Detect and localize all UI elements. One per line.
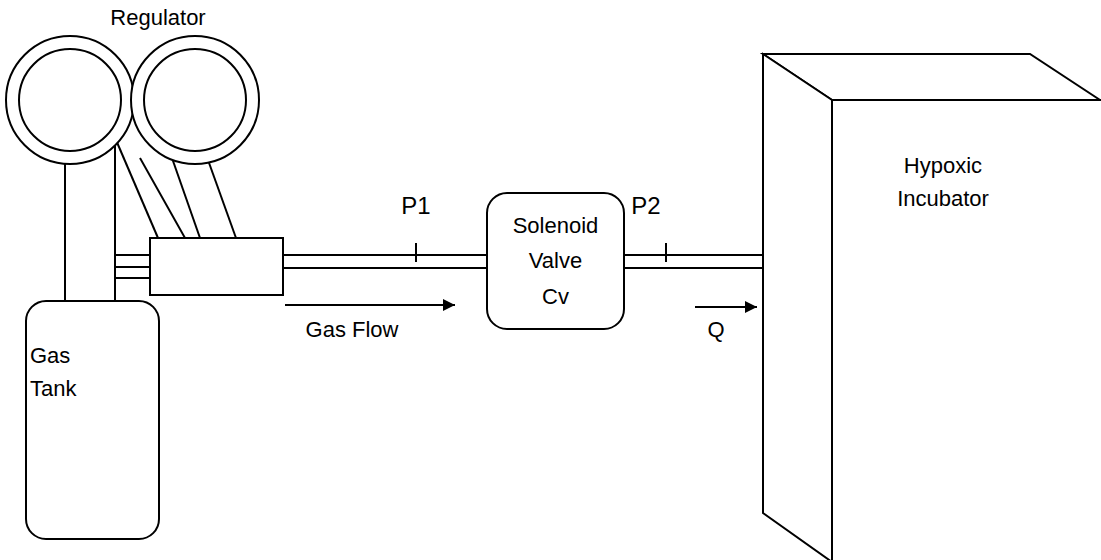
gas-tank: Gas Tank xyxy=(25,300,160,540)
pressure-label-box: P2 xyxy=(631,192,660,221)
regulator-body xyxy=(150,238,283,295)
pressure-label: P1 xyxy=(401,192,430,221)
incubator-side xyxy=(763,54,832,560)
box-outline xyxy=(487,193,624,329)
node-text: Regulator xyxy=(110,5,205,31)
flow-label-box: Gas Flow xyxy=(306,317,399,343)
node-text: Gas Tank xyxy=(30,339,76,405)
regulator: Regulator xyxy=(0,0,284,290)
pressure-gauge xyxy=(131,36,259,164)
regulator-stem xyxy=(116,140,158,238)
node-text: Hypoxic Incubator xyxy=(897,149,989,215)
pipe-wall xyxy=(64,290,66,300)
pipe-wall xyxy=(625,267,762,269)
incubator: Hypoxic Incubator xyxy=(762,53,1101,560)
pressure-tick xyxy=(665,243,667,262)
flow-label-box: Q xyxy=(707,317,724,343)
pressure-label: P2 xyxy=(631,192,660,221)
tank-neck xyxy=(64,164,66,290)
regulator-stem xyxy=(140,158,185,238)
pipe-wall xyxy=(284,254,486,256)
node-text: Solenoid Valve Cv xyxy=(513,208,599,314)
flow-label: Gas Flow xyxy=(306,317,399,343)
flow-arrow xyxy=(285,304,455,306)
flow-label: Q xyxy=(707,317,724,343)
solenoid-valve: Solenoid Valve Cv xyxy=(486,192,625,330)
incubator-front xyxy=(832,99,1101,101)
regulator-stem xyxy=(172,158,200,238)
pressure-label-box: P1 xyxy=(401,192,430,221)
box-outline xyxy=(26,301,159,539)
pipe-wall xyxy=(114,290,116,300)
pipe-connector xyxy=(65,290,115,300)
gas-tank-outline xyxy=(25,300,160,540)
pipe-wall xyxy=(284,267,486,269)
gauge-face xyxy=(19,49,121,151)
incubator-outline xyxy=(762,53,1101,560)
regulator-fitting xyxy=(115,255,150,278)
regulator-fitting xyxy=(115,266,150,268)
flow-arrow xyxy=(695,306,757,308)
pipe-wall xyxy=(625,254,762,256)
pipe-connector xyxy=(284,255,486,268)
gauge-face xyxy=(144,49,246,151)
regulator-outline xyxy=(0,0,284,290)
pressure-tick xyxy=(415,243,417,262)
regulator-stem xyxy=(208,160,236,238)
pressure-gauge xyxy=(6,36,134,164)
pipe-connector xyxy=(625,255,762,268)
